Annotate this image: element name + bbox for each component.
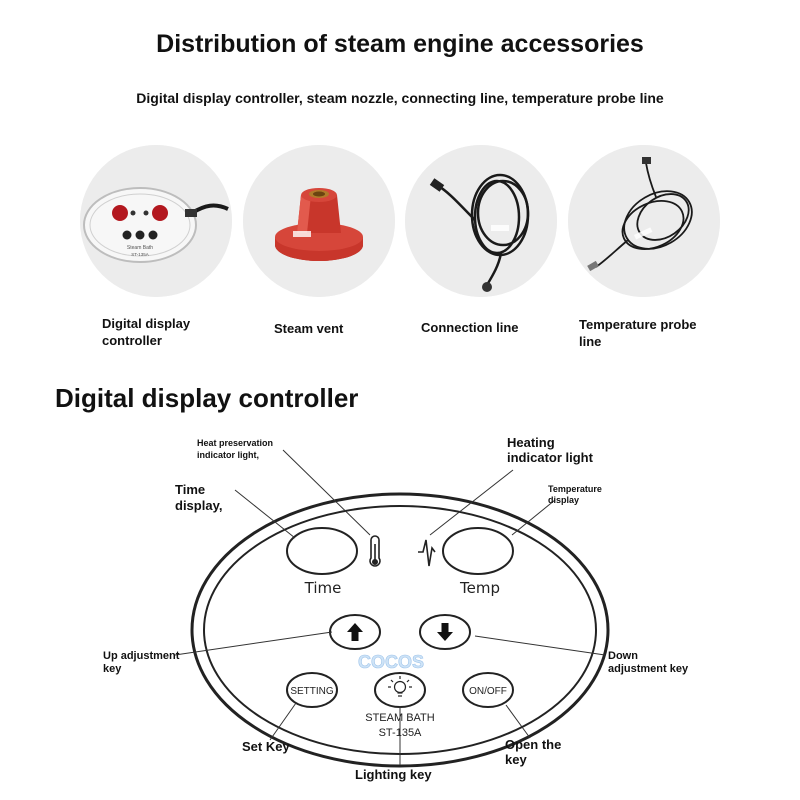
page-title: Distribution of steam engine accessories [156,30,644,58]
controller-diagram: COCOS Time Temp SETTING [103,435,689,782]
arrow-up-icon [347,623,363,641]
caption-steam-vent: Steam vent [274,321,344,336]
watermark: COCOS [358,652,424,672]
callout-heat-preservation-line2: indicator light, [197,450,259,460]
up-adjustment-key[interactable] [329,614,381,650]
down-adjustment-key[interactable] [419,614,471,650]
on-off-key-label: ON/OFF [469,686,507,697]
callout-temp-display-line2: display [548,495,579,505]
thermometer-icon [369,535,381,567]
callout-heat-preservation-line1: Heat preservation [197,438,273,448]
svg-text:Steam Bath: Steam Bath [127,245,153,251]
callout-temp-display-line1: Temperature [548,484,602,494]
callout-open-key-line2: key [505,752,527,767]
callout-open-key-line1: Open the [505,737,561,752]
steam-vent-photo [243,145,395,297]
callout-down-key-line1: Down [608,650,638,662]
setting-key[interactable]: SETTING [286,672,338,708]
callout-up-key-line1: Up adjustment [103,650,180,662]
temp-label: Temp [459,579,500,597]
setting-key-label: SETTING [290,686,334,697]
callout-up-key-line2: key [103,663,122,675]
arrow-down-icon [437,623,453,641]
caption-controller: Digital display controller [102,315,190,349]
controller-photo: Steam Bath ST-135A [80,145,232,297]
caption-temperature-probe-line2: line [579,334,602,349]
caption-temperature-probe-line1: Temperature probe [579,317,697,332]
callout-time-display-line1: Time [175,482,205,497]
callout-down-key-line2: adjustment key [608,663,689,675]
caption-temperature-probe: Temperature probe line [579,316,697,350]
heating-indicator-icon [418,539,436,567]
caption-controller-line2: controller [102,333,162,348]
time-label: Time [304,579,342,597]
time-display [286,527,358,575]
leader-lines [174,449,606,765]
connection-line-photo [405,145,557,297]
section-title: Digital display controller [55,383,359,413]
temperature-probe-photo [568,145,720,297]
caption-connection-line: Connection line [421,320,519,335]
caption-controller-line1: Digital display [102,316,191,331]
callout-heating-line2: indicator light [507,450,594,465]
light-bulb-icon [388,676,412,697]
on-off-key[interactable]: ON/OFF [462,672,514,708]
callout-set-key: Set Key [242,739,290,754]
svg-text:ST-135A: ST-135A [131,252,149,257]
panel-outer-border [190,492,610,768]
page-subtitle: Digital display controller, steam nozzle… [136,90,664,106]
callout-time-display-line2: display, [175,498,222,513]
lighting-key[interactable] [374,672,426,708]
callout-lighting-key: Lighting key [355,767,432,782]
temp-display [442,527,514,575]
callout-heating-line1: Heating [507,435,555,450]
